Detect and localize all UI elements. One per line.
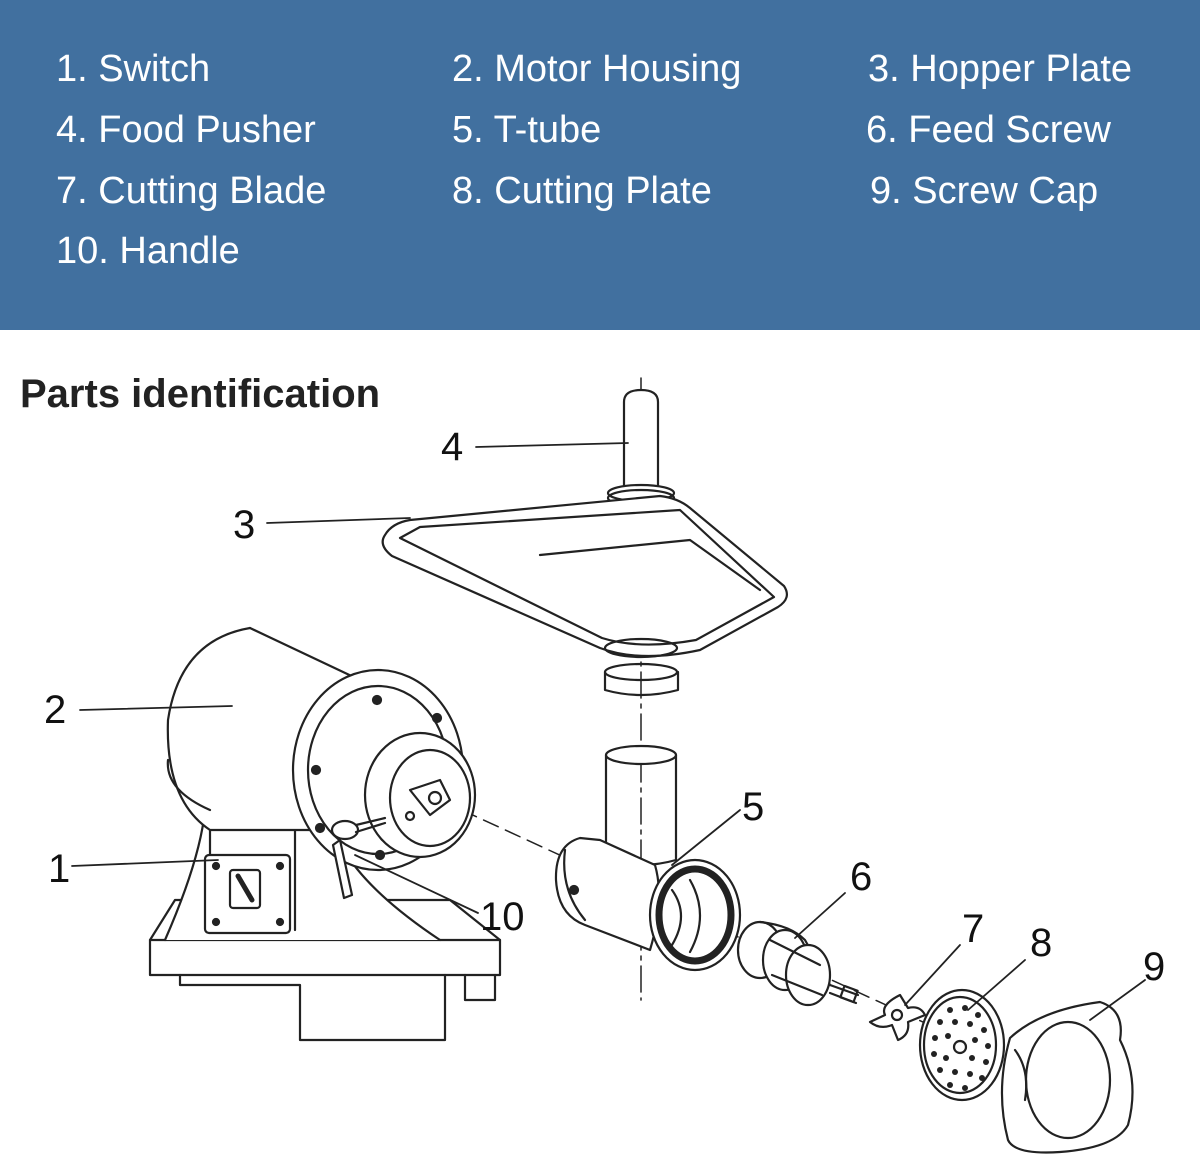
- feed-screw: [736, 920, 860, 1007]
- cutting-plate: [918, 988, 1006, 1102]
- callout-1: 1: [48, 847, 70, 891]
- legend-item-handle: 10. Handle: [56, 230, 240, 272]
- callout-6: 6: [850, 855, 872, 899]
- handle: [330, 816, 387, 900]
- callout-7: 7: [962, 907, 984, 951]
- parts-identification-title: Parts identification: [20, 372, 381, 416]
- screw-cap: [1000, 1000, 1134, 1154]
- legend-item-food-pusher: 4. Food Pusher: [56, 109, 316, 151]
- legend-item-screw-cap: 9. Screw Cap: [870, 170, 1099, 212]
- hopper-plate: [381, 494, 789, 697]
- callout-5: 5: [742, 785, 764, 829]
- legend-item-t-tube: 5. T-tube: [452, 109, 602, 151]
- callout-9: 9: [1143, 945, 1165, 989]
- legend-item-cutting-plate: 8. Cutting Plate: [452, 170, 712, 212]
- callout-8: 8: [1030, 921, 1052, 965]
- callout-4: 4: [441, 425, 463, 469]
- motor-housing: [148, 626, 502, 1042]
- callout-2: 2: [44, 688, 66, 732]
- legend-item-switch: 1. Switch: [56, 48, 211, 90]
- callout-10: 10: [480, 895, 525, 939]
- legend-item-hopper-plate: 3. Hopper Plate: [868, 48, 1133, 90]
- legend-banner: 1. Switch 2. Motor Housing 3. Hopper Pla…: [0, 0, 1200, 330]
- legend-item-feed-screw: 6. Feed Screw: [866, 109, 1111, 151]
- t-tube: [554, 744, 742, 972]
- legend-item-motor-housing: 2. Motor Housing: [452, 48, 742, 90]
- leader-lines: [71, 442, 1146, 1021]
- callout-3: 3: [233, 503, 255, 547]
- legend-item-cutting-blade: 7. Cutting Blade: [56, 170, 327, 212]
- cutting-blade: [868, 993, 927, 1042]
